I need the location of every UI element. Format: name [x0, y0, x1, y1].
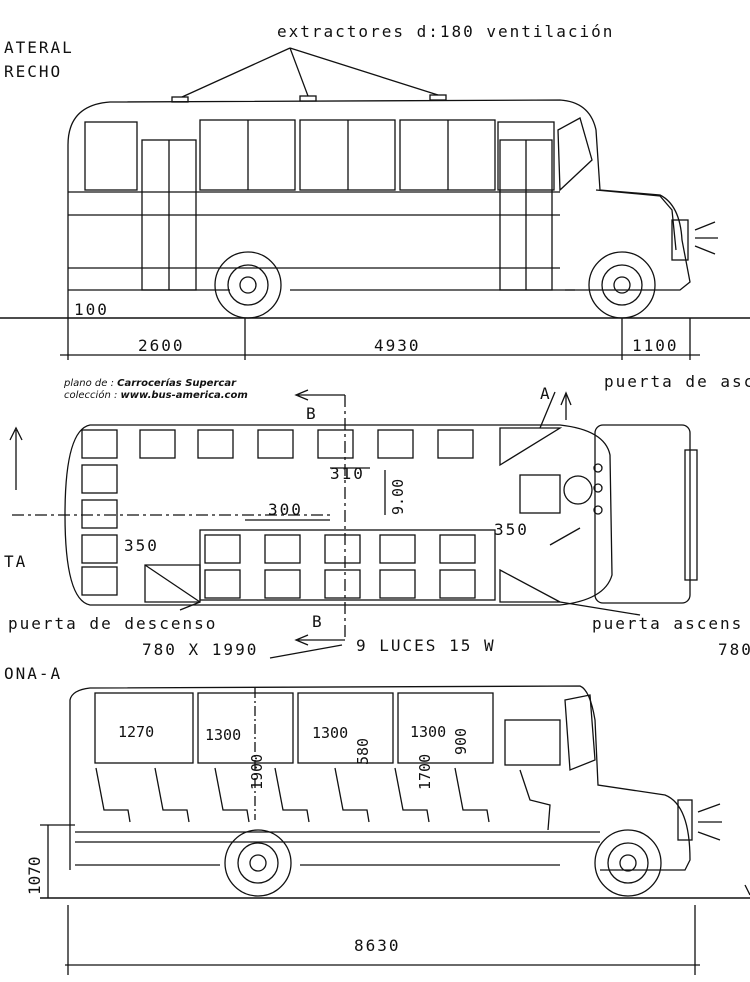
plan-view-drawing: [9, 389, 698, 659]
dim-350-right: 350: [494, 520, 529, 539]
section-view-title: ONA-A: [4, 664, 63, 683]
entry-door-size: 780: [718, 640, 750, 659]
dim-350-left: 350: [124, 536, 159, 555]
entry-door-top-label: puerta de asc: [604, 372, 750, 391]
section-seats: [95, 767, 490, 823]
window-3-dim: 1300: [312, 724, 348, 742]
entry-door-bottom-label: puerta ascens: [592, 614, 744, 633]
floor-height-dim: 1070: [25, 856, 44, 895]
section-mark-b-top: B: [306, 404, 318, 423]
credit-collection: colección : www.bus-america.com: [64, 390, 248, 401]
dim-rear-overhang: 1100: [632, 336, 679, 355]
side-view-title-1: ATERAL: [4, 38, 74, 57]
credit-collection-url: www.bus-america.com: [120, 390, 248, 401]
plan-dimensions: 9.00: [389, 479, 407, 515]
dim-front-to-axle: 2600: [138, 336, 185, 355]
height-1900-dim: 1900: [248, 754, 266, 790]
height-580-dim: 580: [354, 738, 372, 765]
dim-wheelbase: 4930: [374, 336, 421, 355]
window-2-dim: 1300: [205, 726, 241, 744]
extractors-note: extractores d:180 ventilación: [277, 22, 615, 41]
exit-door-size: 780 X 1990: [142, 640, 259, 659]
height-900-dim: 900: [452, 728, 470, 755]
dim-300: 300: [268, 500, 303, 519]
lights-note: 9 LUCES 15 W: [356, 636, 496, 655]
plan-seats-top: [81, 429, 474, 459]
credit-collection-prefix: colección :: [64, 390, 121, 401]
credit-plan-name: Carrocerías Supercar: [117, 378, 236, 389]
height-1700-dim: 1700: [416, 754, 434, 790]
plan-seats-rear: [81, 464, 118, 596]
dim-overhang: 100: [74, 300, 109, 319]
side-view-drawing: [0, 47, 750, 360]
dim-900-plan: 9.00: [389, 479, 407, 515]
section-mark-b-bottom: B: [312, 612, 324, 631]
side-view-title-2: RECHO: [4, 62, 63, 81]
window-4-dim: 1300: [410, 723, 446, 741]
credit-plan: plano de : Carrocerías Supercar: [64, 378, 236, 389]
section-dimensions: 1270 1300 1300 1300 1900 580 1700 900 10…: [25, 723, 470, 895]
credit-plan-prefix: plano de :: [64, 378, 118, 389]
window-1-dim: 1270: [118, 723, 154, 741]
plan-view-title: TA: [4, 552, 28, 571]
dim-total-length: 8630: [354, 936, 401, 955]
dim-310: 310: [330, 464, 365, 483]
plan-seats-bottom: [199, 529, 496, 601]
section-mark-a: A: [540, 384, 552, 403]
section-view-drawing: [40, 685, 750, 975]
exit-door-label: puerta de descenso: [8, 614, 218, 633]
